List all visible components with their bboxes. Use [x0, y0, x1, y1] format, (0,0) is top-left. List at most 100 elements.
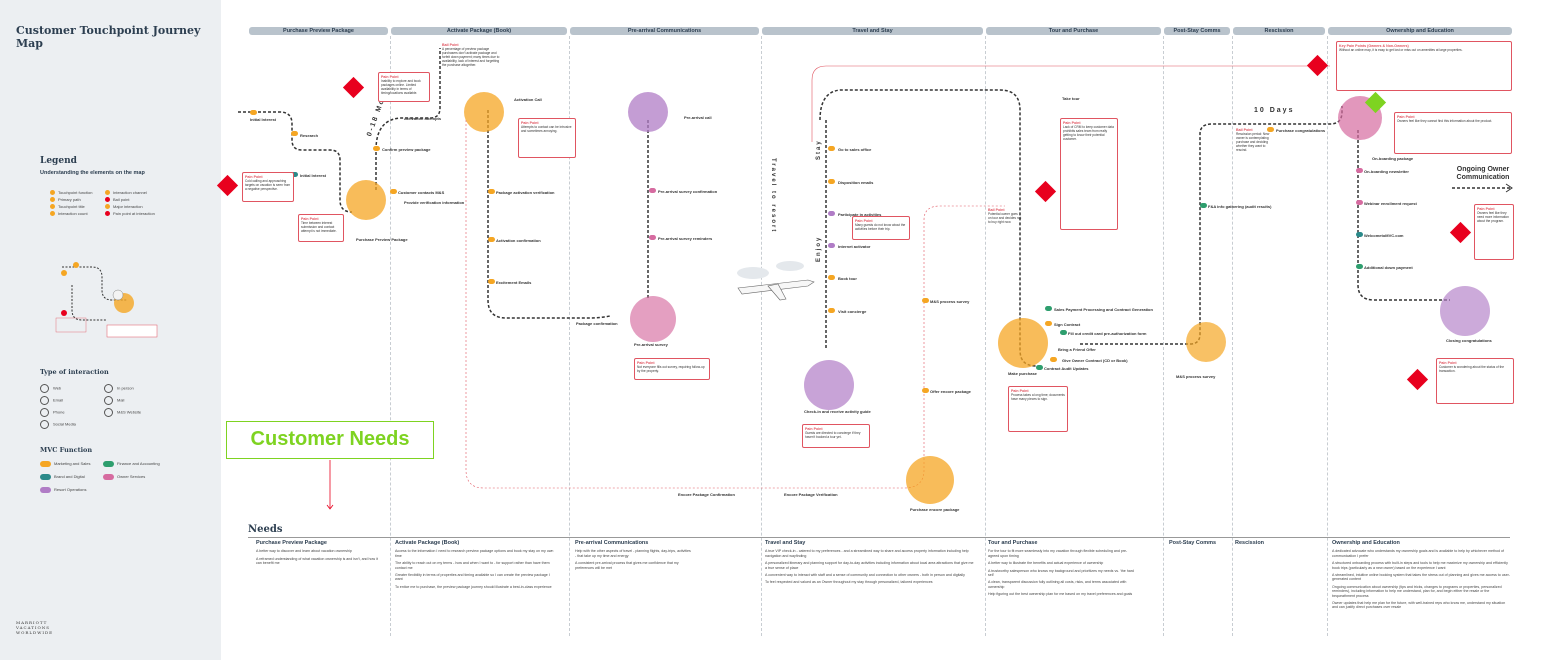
illustration-blob — [998, 318, 1048, 368]
legend-sidebar: Customer Touchpoint Journey Map Legend U… — [0, 0, 221, 660]
type-phone: Phone — [40, 408, 65, 417]
stay-label: Stay — [816, 139, 822, 160]
step: On-boarding newsletter — [1364, 169, 1409, 174]
airplane-icon — [737, 261, 815, 301]
mvc-title: MVC Function — [40, 446, 93, 454]
pain-connector-line — [811, 65, 1330, 142]
legend-item: Touchpoint function — [50, 190, 92, 196]
need-item: Owner updates that help me plan for the … — [1332, 601, 1506, 610]
map-title: Customer Touchpoint Journey Map — [16, 24, 201, 50]
step: M&S process survey — [930, 299, 970, 304]
finance-badge — [1045, 306, 1052, 311]
step: Give Owner Contract (CD or Book) — [1062, 358, 1128, 363]
finance-badge — [1200, 203, 1207, 208]
step: Confirm preview package — [382, 147, 431, 152]
legend-subtitle: Understanding the elements on the map — [40, 170, 145, 176]
step: Pre-arrival survey — [634, 342, 668, 347]
brand-badge — [291, 172, 298, 177]
phase-travel-stay: Travel and Stay — [762, 27, 983, 35]
phone-icon — [40, 408, 49, 417]
step: Purchase Preview Package — [356, 237, 408, 242]
days-label: 10 Days — [1254, 107, 1295, 114]
step: Make purchase — [1008, 371, 1037, 376]
marketing-badge — [488, 279, 495, 284]
mail-icon — [104, 396, 113, 405]
legend-item: Pain point at interaction — [105, 211, 155, 217]
needs-column: Activate Package (Book) Access to the in… — [395, 540, 557, 592]
primary-path — [819, 89, 1037, 367]
needs-column: Pre-arrival Communications Help with the… — [575, 540, 693, 573]
step: Pre-arrival survey reminders — [658, 236, 713, 241]
step: Package confirmation — [576, 321, 618, 326]
phase-purchase-preview: Purchase Preview Package — [249, 27, 388, 35]
interaction-type-title: Type of interaction — [40, 368, 109, 376]
step: Activation confirmation — [496, 238, 541, 243]
mvc-owner-services: Owner Services — [103, 474, 145, 480]
illustration-blob — [346, 180, 386, 220]
finance-badge — [1356, 264, 1363, 269]
needs-column: Purchase Preview Package A better way to… — [256, 540, 384, 569]
step: Sales Payment Processing and Contract Ge… — [1054, 307, 1153, 312]
needs-heading: Purchase Preview Package — [256, 540, 327, 546]
step: Initial Interest — [300, 173, 327, 178]
step: Research — [300, 133, 319, 138]
step: Encore Package Verification — [784, 492, 838, 497]
step: Initial Interest — [250, 117, 277, 122]
needs-heading: Pre-arrival Communications — [575, 540, 649, 546]
need-item: A reframed understanding of what vacatio… — [256, 556, 378, 566]
marketing-badge — [390, 189, 397, 194]
owner-services-badge — [649, 235, 656, 240]
marketing-badge — [828, 308, 835, 313]
needs-heading: Rescission — [1235, 540, 1265, 546]
type-website: M&S Website — [104, 408, 141, 417]
step: Participate in activities — [838, 212, 882, 217]
step: Webinar enrollment request — [1364, 201, 1417, 206]
need-item: Help with the other aspects of travel - … — [575, 549, 691, 558]
resort-ops-badge — [828, 243, 835, 248]
need-item: A better way to discover and learn about… — [256, 549, 352, 554]
legend-item: Interaction channel — [105, 190, 147, 196]
marketing-badge — [1267, 127, 1274, 132]
illustration-blob — [1440, 286, 1490, 336]
phase-divider — [569, 36, 570, 636]
key-pain-points-box: Key Pain Points (Owners & Non-Owners)Wit… — [1336, 41, 1512, 91]
needs-heading: Activate Package (Book) — [395, 540, 460, 546]
step: Provide verification information — [404, 200, 465, 205]
step: Purchase congratulations — [1276, 128, 1326, 133]
needs-column: Rescission — [1235, 540, 1315, 549]
step: Package activation verification — [496, 190, 555, 195]
need-item: To entice me to purchase, the preview pa… — [395, 584, 552, 589]
finance-badge — [1060, 330, 1067, 335]
step: On-boarding package — [1372, 156, 1414, 161]
illustration-blob — [804, 360, 854, 410]
needs-divider — [248, 537, 1510, 538]
resort-ops-badge — [828, 211, 835, 216]
legend-item: Primary path — [50, 197, 81, 203]
need-item: A convenient way to interact with staff … — [765, 573, 965, 578]
web-icon — [40, 384, 49, 393]
type-email: Email — [40, 396, 63, 405]
step: Sign Contract — [1054, 322, 1081, 327]
legend-title: Legend — [40, 156, 77, 166]
phase-post-stay: Post-Stay Comms — [1164, 27, 1230, 35]
need-item: A consistent pre-arrival process that gi… — [575, 561, 679, 570]
marketing-badge — [922, 298, 929, 303]
email-icon — [40, 396, 49, 405]
needs-column: Ownership and Education A dedicated advo… — [1332, 540, 1510, 613]
illustration-blob — [464, 92, 504, 132]
mvc-resort-ops: Resort Operations — [40, 487, 86, 493]
phase-divider — [1163, 36, 1164, 636]
finance-badge — [1036, 365, 1043, 370]
mvc-marketing: Marketing and Sales — [40, 461, 90, 467]
marketing-badge — [922, 388, 929, 393]
legend-item: Interaction count — [50, 211, 88, 217]
need-item: A structured onboarding process with bui… — [1332, 561, 1508, 570]
step: Take tour — [1062, 96, 1080, 101]
type-in-person: In person — [104, 384, 134, 393]
